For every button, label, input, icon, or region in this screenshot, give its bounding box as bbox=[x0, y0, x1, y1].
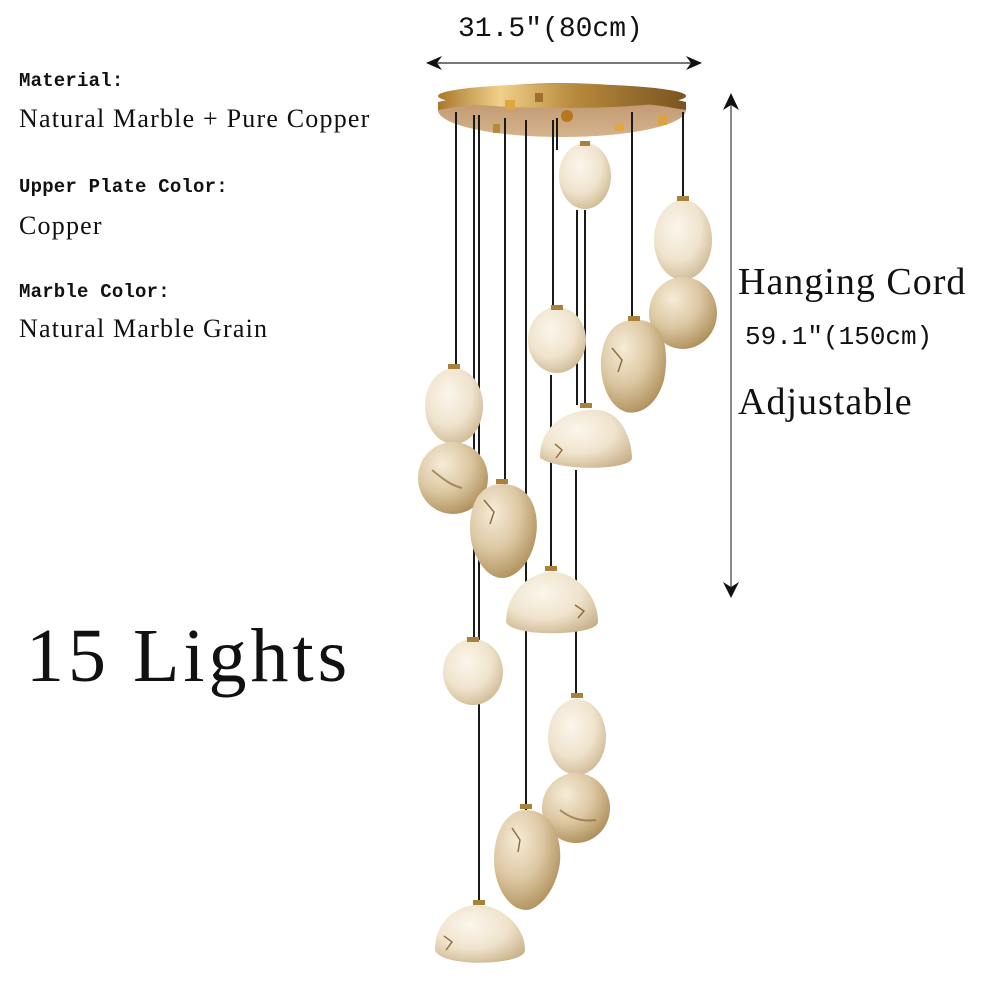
pendant-4 bbox=[528, 305, 586, 373]
hanging-cord-title: Hanging Cord bbox=[738, 261, 967, 303]
pendant-6 bbox=[540, 403, 632, 468]
hanging-cord-note: Adjustable bbox=[738, 381, 913, 423]
pendant-12 bbox=[548, 693, 606, 775]
pendant-7 bbox=[425, 364, 483, 444]
material-label: Material: bbox=[19, 70, 124, 92]
ceiling-plate bbox=[438, 83, 686, 137]
upper-plate-color-label: Upper Plate Color: bbox=[19, 176, 228, 198]
material-value: Natural Marble + Pure Copper bbox=[19, 104, 371, 133]
marble-color-value: Natural Marble Grain bbox=[19, 314, 269, 343]
hanging-cord-length: 59.1"(150cm) bbox=[745, 322, 933, 352]
pendant-9 bbox=[470, 479, 537, 578]
light-count-heading: 15 Lights bbox=[26, 614, 352, 698]
width-arrow-icon bbox=[426, 56, 702, 70]
pendant-15 bbox=[435, 900, 525, 963]
marble-pendants bbox=[418, 141, 717, 963]
pendant-11 bbox=[443, 637, 503, 705]
pendant-14 bbox=[494, 804, 561, 910]
pendant-13 bbox=[542, 773, 610, 843]
width-dimension-label: 31.5"(80cm) bbox=[458, 14, 643, 45]
pendant-3 bbox=[649, 277, 717, 349]
height-arrow-icon bbox=[723, 93, 739, 598]
marble-color-label: Marble Color: bbox=[19, 281, 170, 303]
upper-plate-color-value: Copper bbox=[19, 211, 103, 240]
pendant-2 bbox=[654, 196, 712, 280]
pendant-5 bbox=[600, 316, 667, 413]
pendant-8 bbox=[418, 442, 488, 514]
pendant-10 bbox=[506, 566, 598, 634]
pendant-1 bbox=[559, 141, 611, 209]
